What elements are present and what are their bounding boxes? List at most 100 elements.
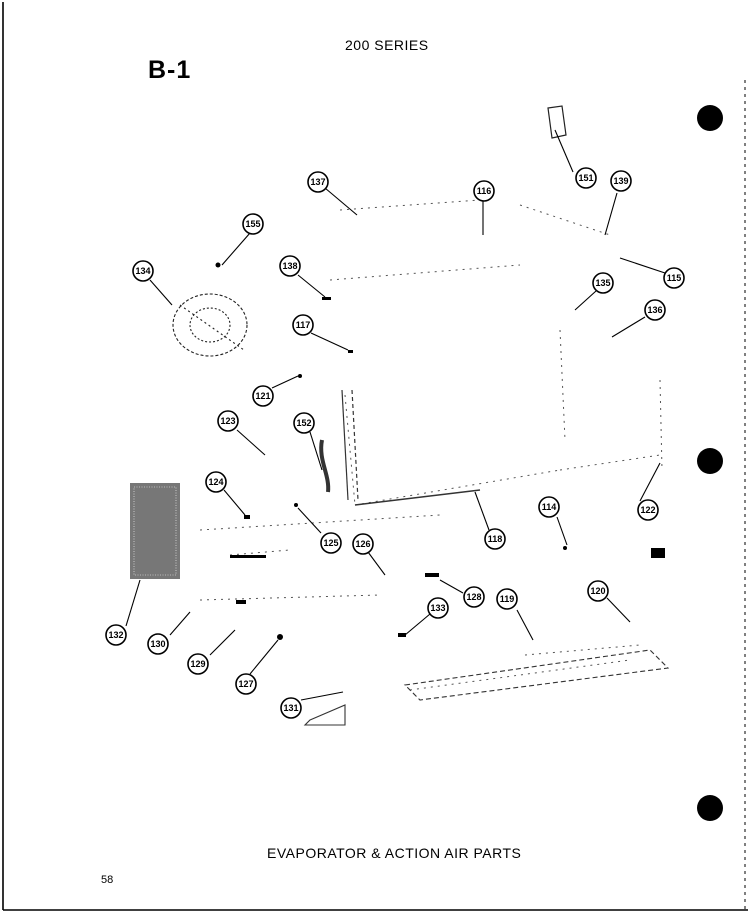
series-title: 200 SERIES: [345, 37, 429, 53]
callout-circle: [644, 299, 666, 321]
callout-label: 151: [578, 173, 593, 183]
binder-hole: [697, 448, 723, 474]
callout-label: 119: [500, 594, 515, 604]
callout-130: 130: [147, 633, 169, 655]
callout-circle: [637, 499, 659, 521]
callout-133: 133: [427, 597, 449, 619]
callout-134: 134: [132, 260, 154, 282]
callout-131: 131: [280, 697, 302, 719]
callout-122: 122: [637, 499, 659, 521]
callout-label: 114: [542, 502, 557, 512]
callout-label: 152: [296, 418, 311, 428]
callout-136: 136: [644, 299, 666, 321]
callout-label: 130: [150, 639, 165, 649]
callout-label: 129: [190, 659, 205, 669]
callout-label: 127: [238, 679, 253, 689]
callout-circle: [147, 633, 169, 655]
callout-label: 136: [647, 305, 662, 315]
callout-label: 115: [667, 273, 682, 283]
blower-wheel: [172, 293, 248, 357]
callout-label: 122: [640, 505, 655, 515]
callout-circle: [217, 410, 239, 432]
callout-124: 124: [205, 471, 227, 493]
callout-circle: [205, 471, 227, 493]
callout-circle: [280, 697, 302, 719]
callout-leaders: [125, 129, 666, 701]
callout-label: 124: [208, 477, 223, 487]
callout-circle: [105, 624, 127, 646]
callout-label: 120: [590, 586, 605, 596]
callout-circle: [663, 267, 685, 289]
callout-135: 135: [592, 272, 614, 294]
callout-circle: [484, 528, 506, 550]
callout-circle: [496, 588, 518, 610]
callout-label: 137: [310, 177, 325, 187]
callout-127: 127: [235, 673, 257, 695]
small-parts: [215, 262, 665, 640]
callout-label: 132: [108, 630, 123, 640]
evaporator-coil: [319, 389, 481, 506]
callout-120: 120: [587, 580, 609, 602]
callout-label: 121: [255, 391, 270, 401]
callout-circle: [592, 272, 614, 294]
callout-117: 117: [292, 314, 314, 336]
callout-label: 125: [323, 538, 338, 548]
callout-119: 119: [496, 588, 518, 610]
callout-circle: [252, 385, 274, 407]
callout-circle: [575, 167, 597, 189]
callout-114: 114: [538, 496, 560, 518]
callout-123: 123: [217, 410, 239, 432]
callout-circle: [587, 580, 609, 602]
callout-126: 126: [352, 533, 374, 555]
page-number: 58: [101, 874, 114, 886]
callout-152: 152: [293, 412, 315, 434]
callout-label: 116: [477, 186, 492, 196]
callout-115: 115: [663, 267, 685, 289]
callout-circle: [610, 170, 632, 192]
callout-128: 128: [463, 586, 485, 608]
callout-circle: [463, 586, 485, 608]
callout-label: 131: [283, 703, 298, 713]
mounting-bracket: [547, 105, 567, 139]
callout-circle: [307, 171, 329, 193]
callout-circle: [293, 412, 315, 434]
filter-grille: [130, 483, 180, 579]
base-pan: [303, 649, 670, 726]
callout-116: 116: [473, 180, 495, 202]
callout-circle: [473, 180, 495, 202]
callout-circle: [427, 597, 449, 619]
callout-label: 155: [245, 219, 260, 229]
callout-label: 133: [430, 603, 445, 613]
callout-label: 117: [296, 320, 311, 330]
callout-155: 155: [242, 213, 264, 235]
callout-label: 134: [135, 266, 150, 276]
callout-label: 118: [488, 534, 503, 544]
binder-hole: [697, 105, 723, 131]
callout-label: 126: [355, 539, 370, 549]
callout-circle: [320, 532, 342, 554]
callout-139: 139: [610, 170, 632, 192]
drawing-faint-lines: [199, 199, 663, 691]
callout-151: 151: [575, 167, 597, 189]
callout-132: 132: [105, 624, 127, 646]
callout-label: 135: [595, 278, 610, 288]
diagram-caption: EVAPORATOR & ACTION AIR PARTS: [267, 845, 522, 861]
callout-121: 121: [252, 385, 274, 407]
callout-137: 137: [307, 171, 329, 193]
binder-hole: [697, 795, 723, 821]
callout-numbers: 151 137 116 139 155 134 138 115 135 117 136 121 123 1…: [105, 167, 685, 719]
callout-circle: [235, 673, 257, 695]
callout-circle: [187, 653, 209, 675]
callout-circle: [132, 260, 154, 282]
callout-129: 129: [187, 653, 209, 675]
callout-circle: [242, 213, 264, 235]
callout-label: 139: [613, 176, 628, 186]
callout-label: 128: [466, 592, 481, 602]
callout-125: 125: [320, 532, 342, 554]
section-label: B-1: [148, 56, 192, 84]
callout-label: 138: [282, 261, 297, 271]
callout-circle: [352, 533, 374, 555]
callout-118: 118: [484, 528, 506, 550]
